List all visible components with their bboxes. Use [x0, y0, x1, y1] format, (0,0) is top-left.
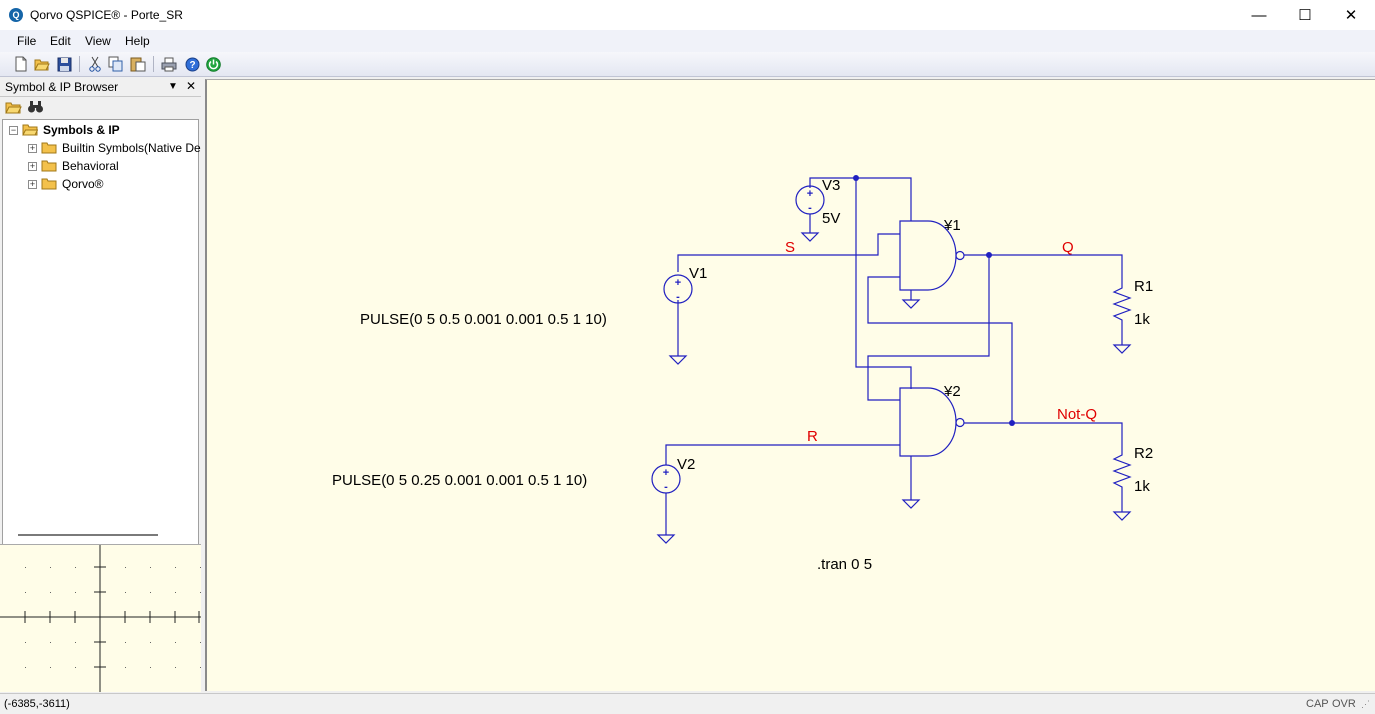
toolbar: ? — [0, 52, 1375, 77]
resistor-r1 — [1112, 278, 1132, 326]
menu-help[interactable]: Help — [125, 34, 150, 48]
svg-text:+: + — [675, 277, 681, 289]
menu-edit[interactable]: Edit — [50, 34, 71, 48]
expand-toggle[interactable]: + — [28, 178, 37, 189]
open-folder-icon[interactable] — [5, 100, 22, 117]
paste-icon[interactable] — [130, 56, 146, 72]
help-icon[interactable]: ? — [184, 56, 200, 72]
svg-text:-: - — [676, 291, 680, 303]
cut-icon[interactable] — [87, 56, 103, 72]
panel-dropdown-button[interactable]: ▼ — [168, 81, 178, 92]
tree-item-label: Qorvo® — [62, 177, 104, 191]
open-folder-icon[interactable] — [34, 56, 50, 72]
svg-text:+: + — [807, 188, 813, 200]
svg-text:-: - — [808, 202, 812, 214]
collapse-toggle[interactable]: − — [9, 124, 18, 135]
v1-value: PULSE(0 5 0.5 0.001 0.001 0.5 1 10) — [360, 311, 607, 328]
resize-grip-icon[interactable]: ⋰ — [1361, 699, 1370, 709]
tran-directive: .tran 0 5 — [817, 556, 872, 573]
ground-symbols — [656, 232, 1132, 544]
folder-icon — [41, 178, 57, 190]
schematic-canvas[interactable]: + - + - + - V1 PULSE(0 5 0.5 0.001 0.001 0.… — [205, 79, 1375, 691]
expand-toggle[interactable]: + — [28, 160, 37, 171]
panel-close-button[interactable]: ✕ — [186, 79, 197, 93]
resistor-r2 — [1112, 445, 1132, 493]
u1-name: ¥1 — [943, 217, 961, 234]
r2-name: R2 — [1134, 445, 1153, 462]
net-label-r: R — [807, 428, 818, 445]
v2-value: PULSE(0 5 0.25 0.001 0.001 0.5 1 10) — [332, 472, 587, 489]
voltage-source-v2 — [651, 464, 681, 494]
tree-item-label: Builtin Symbols(Native De — [62, 141, 201, 155]
expand-toggle[interactable]: + — [28, 142, 37, 153]
status-bar: (-6385,-3611) CAP OVR ⋰ — [0, 693, 1375, 714]
minimize-button[interactable]: — — [1251, 6, 1267, 24]
save-icon[interactable] — [56, 56, 72, 72]
r1-name: R1 — [1134, 278, 1153, 295]
panel-splitter[interactable] — [18, 534, 158, 536]
new-file-icon[interactable] — [13, 56, 29, 72]
junction-dots — [853, 175, 1015, 426]
open-folder-icon — [22, 124, 38, 136]
power-icon[interactable] — [205, 56, 221, 72]
window-title: Qorvo QSPICE® - Porte_SR — [30, 8, 183, 22]
v3-name: V3 — [822, 177, 840, 194]
nand-gate-u1 — [899, 220, 957, 291]
svg-text:-: - — [664, 481, 668, 493]
copy-icon[interactable] — [108, 56, 124, 72]
symbol-tree: − Symbols & IP + Builtin Symbols(Native … — [2, 119, 201, 606]
close-button[interactable]: ✕ — [1344, 7, 1358, 24]
svg-text:+: + — [663, 467, 669, 479]
v2-name: V2 — [677, 456, 695, 473]
u2-name: ¥2 — [943, 383, 961, 400]
symbol-preview — [0, 544, 201, 692]
tree-item-label: Behavioral — [62, 159, 119, 173]
maximize-button[interactable]: ☐ — [1298, 7, 1312, 24]
v1-name: V1 — [689, 265, 707, 282]
wires — [665, 177, 1123, 535]
voltage-source-v3 — [795, 185, 825, 215]
inverter-bubble — [955, 417, 965, 428]
menu-view[interactable]: View — [85, 34, 111, 48]
tree-item-behavioral[interactable]: + Behavioral — [28, 157, 119, 175]
net-label-q: Q — [1062, 239, 1074, 256]
panel-toolbar — [0, 97, 201, 119]
ovr-indicator: OVR — [1332, 698, 1356, 710]
tree-item-builtin-symbols[interactable]: + Builtin Symbols(Native De — [28, 139, 201, 157]
schematic-drawing[interactable]: + - + - + - V1 PULSE(0 5 0.5 0.001 0.001 0.… — [207, 80, 1375, 691]
menu-bar: File Edit View Help — [0, 30, 1375, 52]
folder-icon — [41, 160, 57, 172]
net-label-not-q: Not-Q — [1057, 406, 1097, 423]
voltage-source-v1 — [663, 274, 693, 304]
cap-indicator: CAP — [1306, 698, 1329, 710]
cursor-coordinates: (-6385,-3611) — [4, 698, 70, 710]
net-label-s: S — [785, 239, 795, 256]
print-icon[interactable] — [161, 56, 177, 72]
tree-item-label: Symbols & IP — [43, 123, 120, 137]
symbol-browser-panel: Symbol & IP Browser ▼ ✕ − Symbols & IP +… — [0, 78, 201, 692]
folder-icon — [41, 142, 57, 154]
tree-root-symbols-ip[interactable]: − Symbols & IP — [9, 121, 120, 139]
qspice-app-icon: Q — [9, 8, 23, 22]
svg-text:?: ? — [189, 60, 195, 71]
inverter-bubble — [955, 250, 965, 261]
binoculars-icon[interactable] — [27, 100, 44, 117]
panel-header: Symbol & IP Browser ▼ ✕ — [0, 78, 201, 97]
tree-item-qorvo[interactable]: + Qorvo® — [28, 175, 104, 193]
panel-title: Symbol & IP Browser — [5, 80, 119, 94]
menu-file[interactable]: File — [17, 34, 37, 48]
v3-value: 5V — [822, 210, 840, 227]
r2-value: 1k — [1134, 478, 1150, 495]
title-bar: Q Qorvo QSPICE® - Porte_SR — ☐ ✕ — [0, 0, 1375, 30]
r1-value: 1k — [1134, 311, 1150, 328]
preview-grid — [0, 545, 201, 692]
